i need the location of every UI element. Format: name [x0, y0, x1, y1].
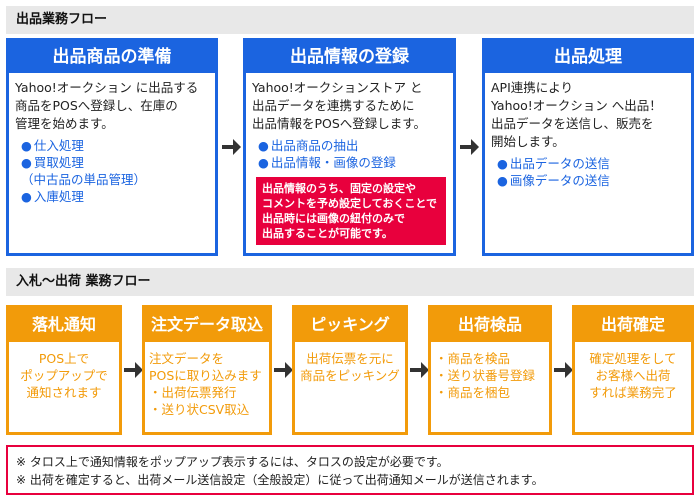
list-item: ●仕入処理	[21, 138, 84, 153]
item-list: ●出品商品の抽出 ●出品情報・画像の登録	[246, 133, 453, 171]
bullet-icon: ●	[21, 155, 32, 170]
section-label-text: 出品業務フロー	[16, 12, 108, 27]
box-body: POS上で ポップアップで 通知されます	[20, 351, 108, 400]
arrow-right-icon	[552, 359, 574, 381]
box-title: 出荷確定	[575, 308, 691, 342]
arrow-right-icon	[122, 359, 144, 381]
box-description: Yahoo!オークションストア と 出品データを連携するために 出品情報をPOS…	[252, 80, 427, 131]
flow-box-listing-process: 出品処理 API連携により Yahoo!オークション へ出品！ 出品データを送信…	[482, 38, 694, 256]
flow-box-shipping-inspection: 出荷検品 ・商品を検品 ・送り状番号登録 ・商品を梱包	[428, 305, 552, 435]
item-list: ●出品データの送信 ●画像データの送信	[485, 151, 691, 189]
box-body: 出荷伝票を元に 商品をピッキング	[300, 351, 400, 383]
bullet-icon: ●	[497, 156, 508, 171]
flow-box-winning-notice: 落札通知 POS上で ポップアップで 通知されます	[6, 305, 122, 435]
list-item: ●出品商品の抽出	[258, 138, 359, 153]
list-item: ●出品情報・画像の登録	[258, 155, 396, 170]
box-description: Yahoo!オークション に出品する 商品をPOSへ登録し、在庫の 管理を始めま…	[15, 80, 199, 131]
list-item: ●画像データの送信	[497, 173, 610, 188]
section-label-listing-flow: 出品業務フロー	[6, 6, 694, 34]
box-title: 注文データ取込	[145, 308, 269, 342]
bullet-icon: ●	[21, 189, 32, 204]
bullet-icon: ●	[21, 138, 32, 153]
red-note: 出品情報のうち、固定の設定や コメントを予め設定しておくことで 出品時には画像の…	[256, 177, 446, 245]
box-description: API連携により Yahoo!オークション へ出品！ 出品データを送信し、販売を…	[491, 80, 662, 149]
arrow-right-icon	[408, 359, 430, 381]
flow-box-shipping-confirm: 出荷確定 確定処理をして お客様へ出荷 すれば業務完了	[572, 305, 694, 435]
flow-box-order-import: 注文データ取込 注文データを POSに取り込みます ・出荷伝票発行 ・送り状CS…	[142, 305, 272, 435]
notes-box: ※ タロス上で通知情報をポップアップ表示するには、タロスの設定が必要です。 ※ …	[6, 445, 694, 495]
arrow-right-icon	[272, 359, 294, 381]
bullet-icon: ●	[497, 173, 508, 188]
bullet-icon: ●	[258, 138, 269, 153]
section-label-text: 入札～出荷 業務フロー	[16, 274, 151, 289]
box-body: ・商品を検品 ・送り状番号登録 ・商品を梱包	[435, 351, 536, 400]
bullet-icon: ●	[258, 155, 269, 170]
flow-box-prepare-items: 出品商品の準備 Yahoo!オークション に出品する 商品をPOSへ登録し、在庫…	[6, 38, 218, 256]
box-title: ピッキング	[295, 308, 405, 342]
box-body: 確定処理をして お客様へ出荷 すれば業務完了	[589, 351, 677, 400]
list-item: ●買取処理 （中古品の単品管理）	[21, 155, 147, 187]
list-item: ●出品データの送信	[497, 156, 610, 171]
box-title: 出荷検品	[431, 308, 549, 342]
note-line: ※ タロス上で通知情報をポップアップ表示するには、タロスの設定が必要です。	[16, 455, 449, 469]
section-label-shipping-flow: 入札～出荷 業務フロー	[6, 268, 694, 296]
box-title: 落札通知	[9, 308, 119, 342]
box-title: 出品商品の準備	[9, 41, 215, 73]
flow-box-picking: ピッキング 出荷伝票を元に 商品をピッキング	[292, 305, 408, 435]
note-line: ※ 出荷を確定すると、出荷メール送信設定（全般設定）に従って出荷通知メールが送信…	[16, 473, 544, 487]
box-title: 出品情報の登録	[246, 41, 453, 73]
box-title: 出品処理	[485, 41, 691, 73]
list-item: ●入庫処理	[21, 189, 84, 204]
arrow-right-icon	[458, 136, 480, 158]
item-list: ●仕入処理 ●買取処理 （中古品の単品管理） ●入庫処理	[9, 133, 215, 205]
box-body: 注文データを POSに取り込みます ・出荷伝票発行 ・送り状CSV取込	[149, 351, 262, 417]
flow-box-register-listing: 出品情報の登録 Yahoo!オークションストア と 出品データを連携するために …	[243, 38, 456, 256]
arrow-right-icon	[220, 136, 242, 158]
